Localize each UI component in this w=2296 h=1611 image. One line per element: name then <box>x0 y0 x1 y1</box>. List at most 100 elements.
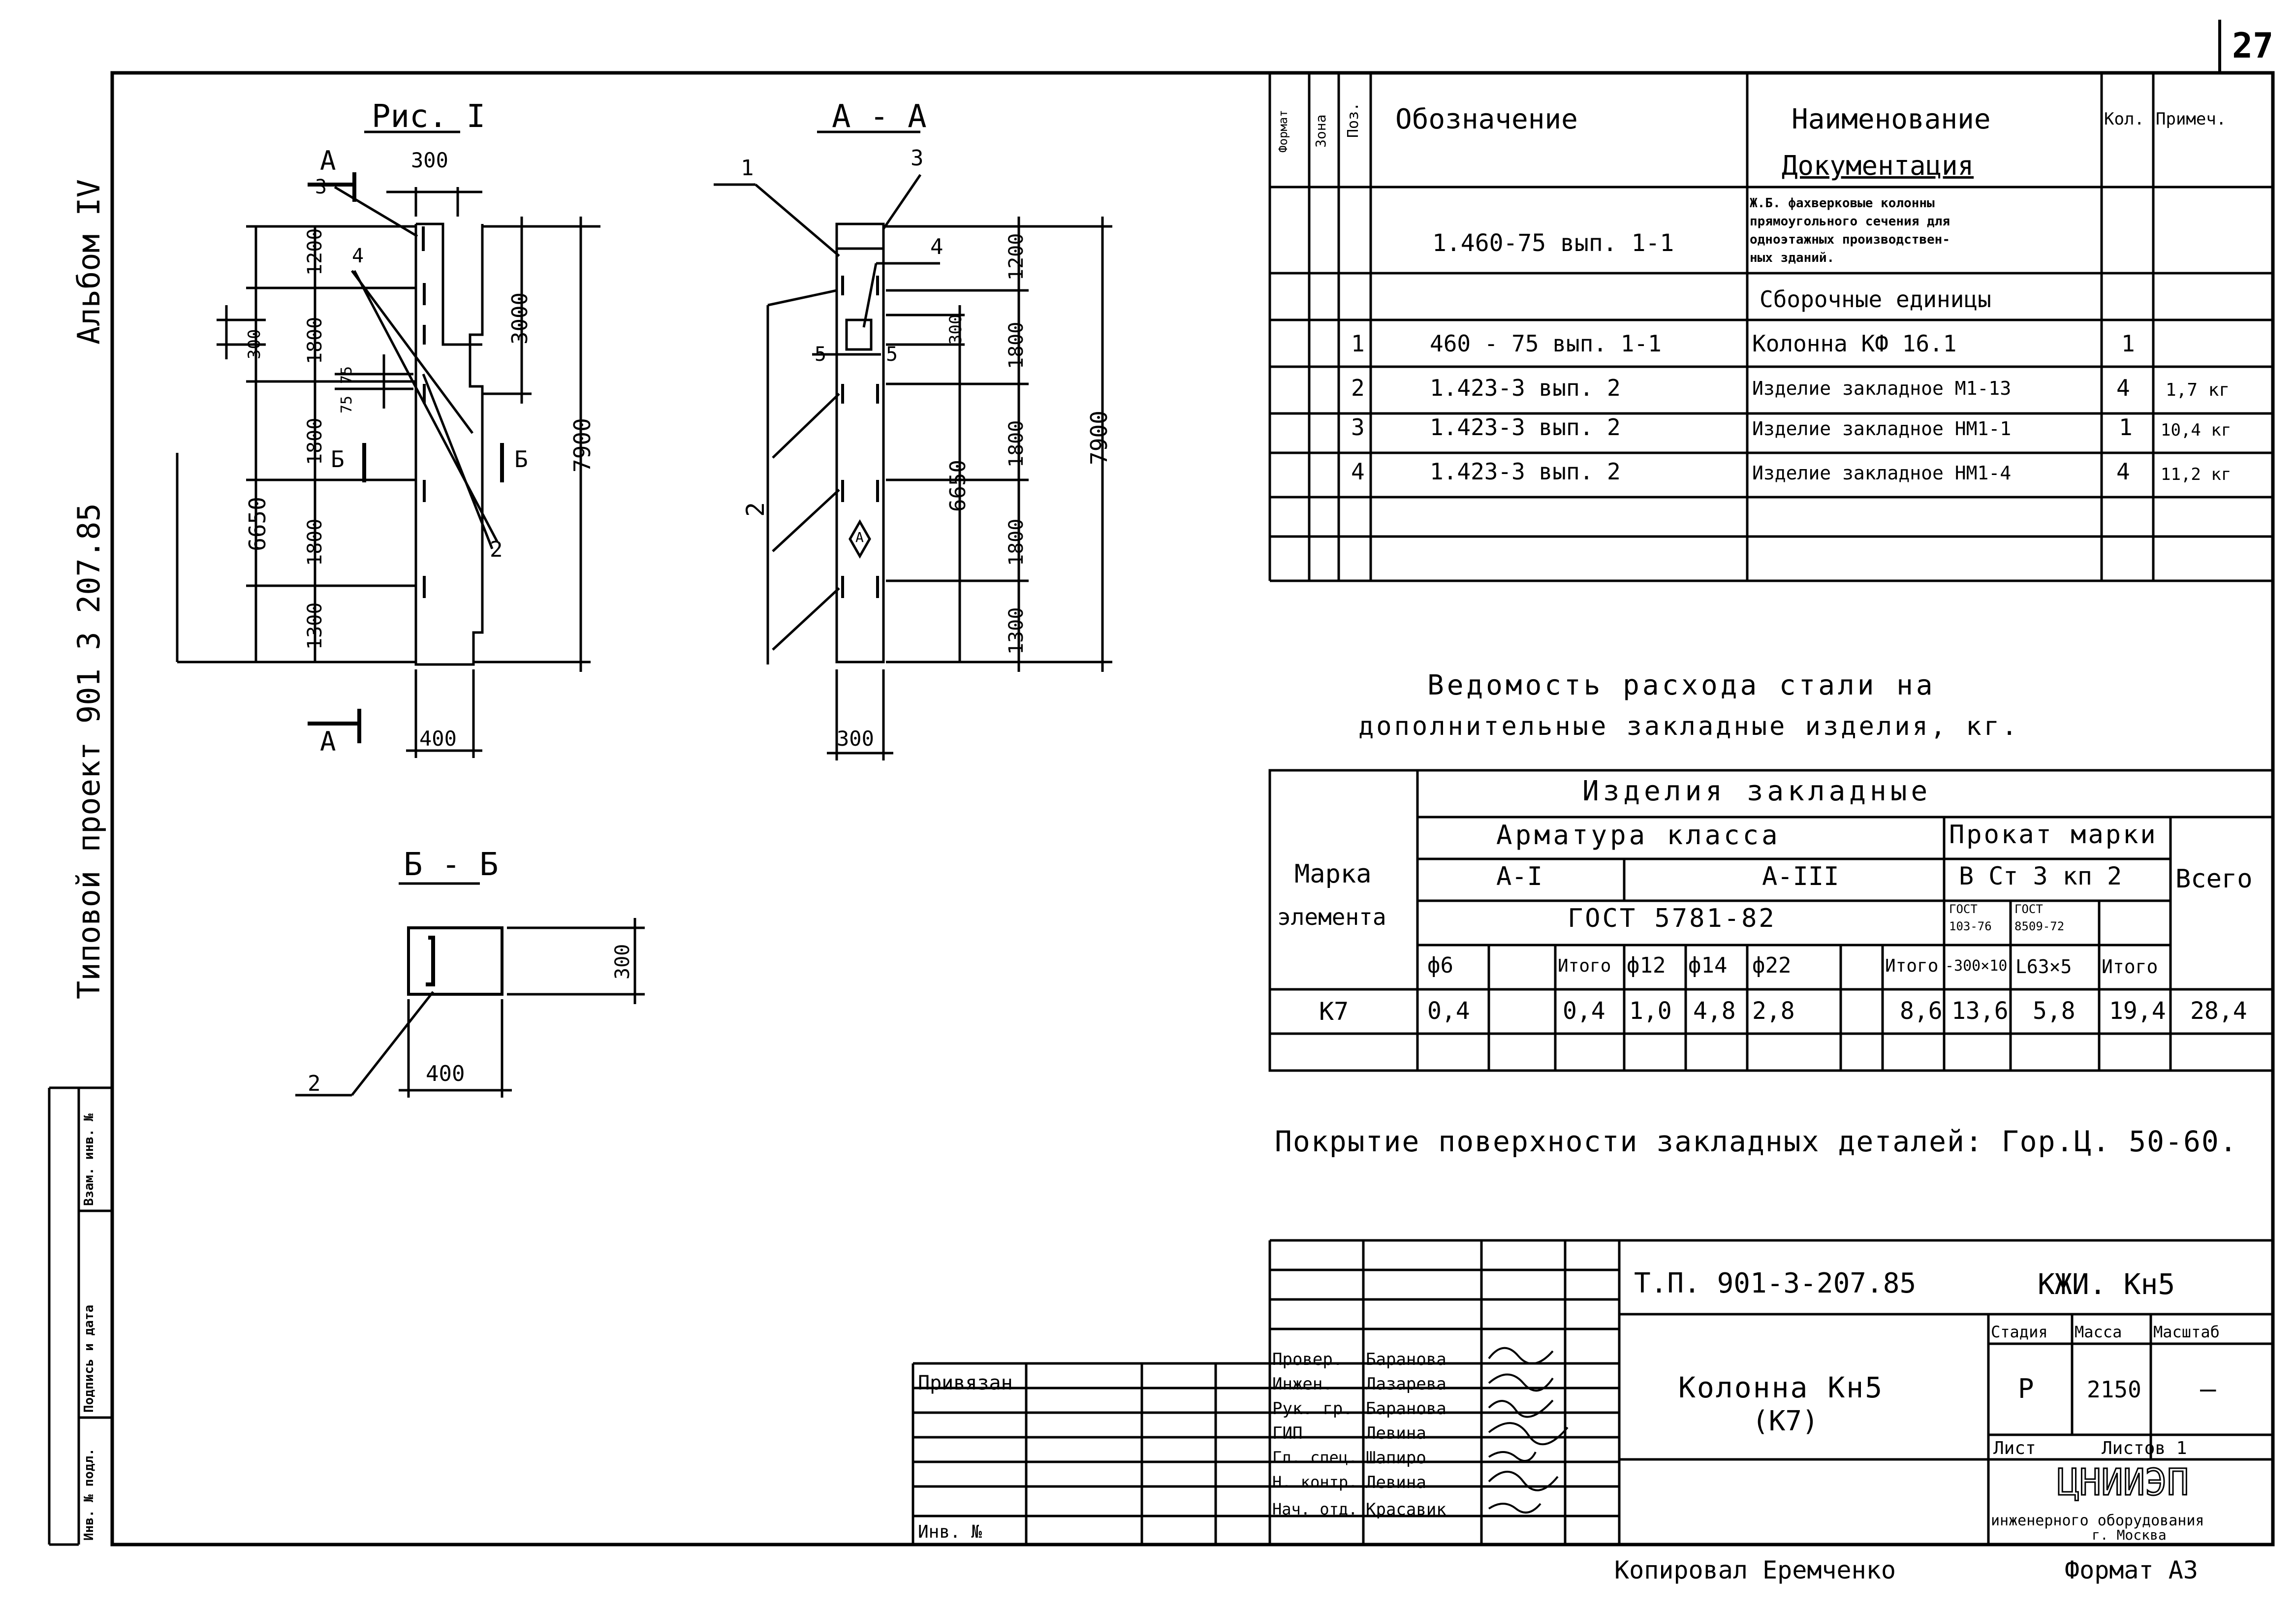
steel-h-gost2-a: ГОСТ <box>2014 902 2043 916</box>
steel-col-phi6: ф6 <box>1427 953 1453 978</box>
tb-name-6: Левина <box>1366 1473 1426 1492</box>
tb-mass: 2150 <box>2087 1376 2141 1403</box>
steel-table-grid <box>1268 769 2274 1072</box>
spec-h-qty: Кол. <box>2104 109 2144 129</box>
tb-name-4: Левина <box>1366 1423 1426 1443</box>
steel-col-itogo1: Итого <box>1558 956 1611 976</box>
tb-org: ЦНИИЭП <box>2056 1461 2189 1504</box>
spec-row1-pos: 1 <box>1351 330 1365 357</box>
fig1-callout-2: 2 <box>490 537 503 562</box>
fig1-cut-a-bottom: А <box>320 726 336 757</box>
spec-doc-name-1: Ж.Б. фахверковые колонны <box>1750 196 1935 211</box>
tb-scale: – <box>2200 1373 2216 1404</box>
tb-sheets: Листов 1 <box>2102 1438 2187 1458</box>
tb-role-3: Рук. гр. <box>1272 1399 1353 1419</box>
fig1-cut-a-top: А <box>320 145 336 176</box>
tb-name-3: Баранова <box>1366 1399 1447 1419</box>
tb-sheet: Лист <box>1993 1438 2036 1458</box>
spec-row2-qty: 4 <box>2116 375 2130 401</box>
steel-row-phi12: 1,0 <box>1629 997 1672 1025</box>
steel-title-1: Ведомость расхода стали на <box>1427 669 1936 701</box>
footer-copied: Копировал Еремченко <box>1614 1556 1896 1584</box>
steel-h-mark-2: элемента <box>1277 904 1386 930</box>
spec-doc-name-2: прямоугольного сечения для <box>1750 214 1950 229</box>
steel-h-vst: В Ст 3 кп 2 <box>1959 862 2122 890</box>
spec-section-doc: Документация <box>1782 150 1974 181</box>
steel-row-phi6: 0,4 <box>1427 997 1470 1025</box>
tb-stage-h: Стадия <box>1991 1323 2048 1341</box>
signature-1 <box>1488 1347 1554 1365</box>
tb-role-5: Гл. спец. <box>1272 1448 1358 1467</box>
spec-row4-designation: 1.423-3 вып. 2 <box>1430 458 1621 485</box>
steel-col-itogo3: Итого <box>2102 956 2158 978</box>
fig1-title: Рис. I <box>372 98 486 135</box>
spec-row2-pos: 2 <box>1351 375 1365 401</box>
tb-doc-code: Т.П. 901-3-207.85 <box>1634 1267 1917 1299</box>
fig1-callout-3: 3 <box>315 176 327 198</box>
steel-row-itogo1: 0,4 <box>1563 997 1605 1025</box>
page-number: 27 <box>2232 26 2274 66</box>
tb-role-1: Провер. <box>1272 1350 1343 1369</box>
steel-row-itogo2: 8,6 <box>1900 997 1943 1025</box>
spec-table-grid <box>1268 73 2273 582</box>
tb-stage: Р <box>2018 1373 2034 1404</box>
tb-role-2: Инжен. <box>1272 1374 1333 1394</box>
steel-col-itogo2: Итого <box>1885 956 1939 976</box>
steel-row-phi22: 2,8 <box>1752 997 1795 1025</box>
spec-doc-name-3: одноэтажных производствен- <box>1750 232 1950 247</box>
spec-row3-note: 10,4 кг <box>2161 420 2232 440</box>
aa-dim-width: 300 <box>837 727 874 751</box>
spec-row1-qty: 1 <box>2121 330 2135 357</box>
spec-row2-designation: 1.423-3 вып. 2 <box>1430 375 1621 401</box>
spec-row2-name: Изделие закладное М1-13 <box>1752 378 2012 399</box>
steel-h-ai: А-I <box>1496 862 1542 891</box>
signature-5 <box>1488 1451 1537 1462</box>
tb-name-7: Красавик <box>1366 1500 1447 1519</box>
steel-row-plate: 13,6 <box>1951 997 2009 1025</box>
tb-privyazan: Привязан <box>918 1372 1013 1394</box>
bb-callout-2: 2 <box>308 1071 321 1096</box>
steel-h-aiii: А-III <box>1762 862 1839 891</box>
fig1-cut-b-left: Б <box>331 446 345 473</box>
fig1-dim-width-top: 300 <box>411 148 448 172</box>
aa-callout-4: 4 <box>930 234 944 259</box>
aa-callout-5a: 5 <box>815 343 827 366</box>
fig1-callout-4: 4 <box>352 245 364 267</box>
spec-row4-qty: 4 <box>2116 458 2130 485</box>
spec-h-note: Примеч. <box>2156 109 2227 129</box>
spec-h-designation: Обозначение <box>1395 103 1578 135</box>
tb-sheet-code: КЖИ. Кн5 <box>2038 1267 2175 1301</box>
signature-6 <box>1488 1471 1559 1491</box>
tb-title-2: (К7) <box>1752 1405 1819 1437</box>
steel-h-rolled: Прокат марки <box>1949 820 2158 850</box>
steel-h-mark-1: Марка <box>1294 859 1372 889</box>
spec-section-asm: Сборочные единицы <box>1760 286 1991 313</box>
tb-scale-h: Масштаб <box>2153 1323 2220 1341</box>
tb-name-1: Баранова <box>1366 1350 1447 1369</box>
fig1-cut-b-right: Б <box>514 446 528 473</box>
steel-row-mark: К7 <box>1319 997 1349 1026</box>
aa-callout-5b: 5 <box>886 343 898 366</box>
signature-3 <box>1488 1399 1554 1418</box>
section-bb-title: Б - Б <box>404 847 499 883</box>
tb-org-sub-2: г. Москва <box>2092 1527 2167 1543</box>
steel-col-phi22: ф22 <box>1752 953 1792 978</box>
spec-row2-note: 1,7 кг <box>2166 380 2230 400</box>
tb-name-2: Лазарева <box>1366 1374 1447 1394</box>
fig1-dim-width-bottom: 400 <box>419 727 457 751</box>
tb-inv-no: Инв. № <box>918 1522 982 1542</box>
steel-title-2: дополнительные закладные изделия, кг. <box>1358 712 2020 741</box>
spec-doc-name-4: ных зданий. <box>1750 251 1835 265</box>
title-block-grid <box>912 1239 2273 1545</box>
signature-7 <box>1488 1503 1541 1514</box>
coating-note: Покрытие поверхности закладных деталей: … <box>1275 1125 2238 1158</box>
tb-role-6: Н. контр. <box>1272 1473 1358 1491</box>
steel-h-gost: ГОСТ 5781-82 <box>1568 904 1776 933</box>
tb-role-4: ГИП <box>1272 1423 1303 1443</box>
spec-row3-pos: 3 <box>1351 414 1365 441</box>
spec-row3-name: Изделие закладное НМ1-1 <box>1752 418 2012 440</box>
steel-row-angle: 5,8 <box>2033 997 2076 1025</box>
spec-row3-designation: 1.423-3 вып. 2 <box>1430 414 1621 441</box>
steel-row-total: 28,4 <box>2190 997 2247 1025</box>
